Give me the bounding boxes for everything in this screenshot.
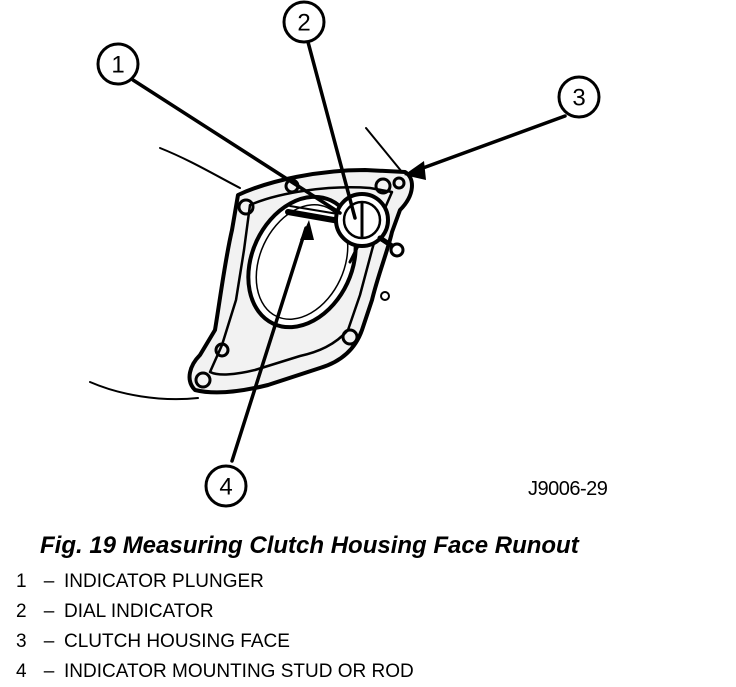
legend-dash: – <box>43 661 55 682</box>
figure-code: J9006-29 <box>528 478 608 500</box>
legend-label: INDICATOR MOUNTING STUD OR ROD <box>64 661 414 682</box>
leader-line-2 <box>306 40 357 220</box>
callout-number-1: 1 <box>111 52 124 79</box>
legend-label: DIAL INDICATOR <box>64 601 214 622</box>
bolt-hole <box>374 177 392 195</box>
arrowhead-4 <box>300 220 314 240</box>
legend-dash: – <box>43 571 55 592</box>
engine-outline-upper <box>159 147 241 189</box>
legend-dash: – <box>43 631 55 652</box>
legend-item: 2–DIAL INDICATOR <box>16 597 414 627</box>
legend-item: 4–INDICATOR MOUNTING STUD OR ROD <box>16 657 414 687</box>
bolt-hole <box>341 328 359 346</box>
plate-inner-web <box>208 186 394 376</box>
engine-outline-lower <box>89 381 199 401</box>
housing-top-edge <box>365 127 403 173</box>
legend-item: 1–INDICATOR PLUNGER <box>16 567 414 597</box>
legend-label: INDICATOR PLUNGER <box>64 571 264 592</box>
clutch-housing-diagram: 1 2 3 4 <box>89 0 601 508</box>
bolt-hole <box>380 291 390 301</box>
figure-caption: Fig. 19 Measuring Clutch Housing Face Ru… <box>40 532 579 559</box>
legend-number: 4 <box>16 661 27 682</box>
legend-list: 1–INDICATOR PLUNGER 2–DIAL INDICATOR 3–C… <box>16 567 414 687</box>
legend-number: 3 <box>16 631 27 652</box>
leader-line-3 <box>410 114 567 174</box>
housing-bore <box>246 194 358 330</box>
arrowhead-3 <box>404 161 426 180</box>
legend-dash: – <box>43 601 55 622</box>
bolt-hole <box>194 371 212 389</box>
legend-label: CLUTCH HOUSING FACE <box>64 631 290 652</box>
callout-number-4: 4 <box>219 474 232 501</box>
callout-number-3: 3 <box>572 85 585 112</box>
legend-item: 3–CLUTCH HOUSING FACE <box>16 627 414 657</box>
callout-number-2: 2 <box>297 10 310 37</box>
legend-number: 2 <box>16 601 27 622</box>
bolt-hole <box>392 176 406 190</box>
callout-circle-3 <box>557 75 601 119</box>
callout-circle-1 <box>96 42 140 86</box>
leader-line-4 <box>230 226 308 463</box>
callout-circle-4 <box>204 464 248 508</box>
callout-circle-2 <box>282 0 326 44</box>
bolt-hole <box>237 198 255 216</box>
leader-line-1 <box>131 78 342 215</box>
legend-number: 1 <box>16 571 27 592</box>
bolt-hole <box>214 342 230 358</box>
